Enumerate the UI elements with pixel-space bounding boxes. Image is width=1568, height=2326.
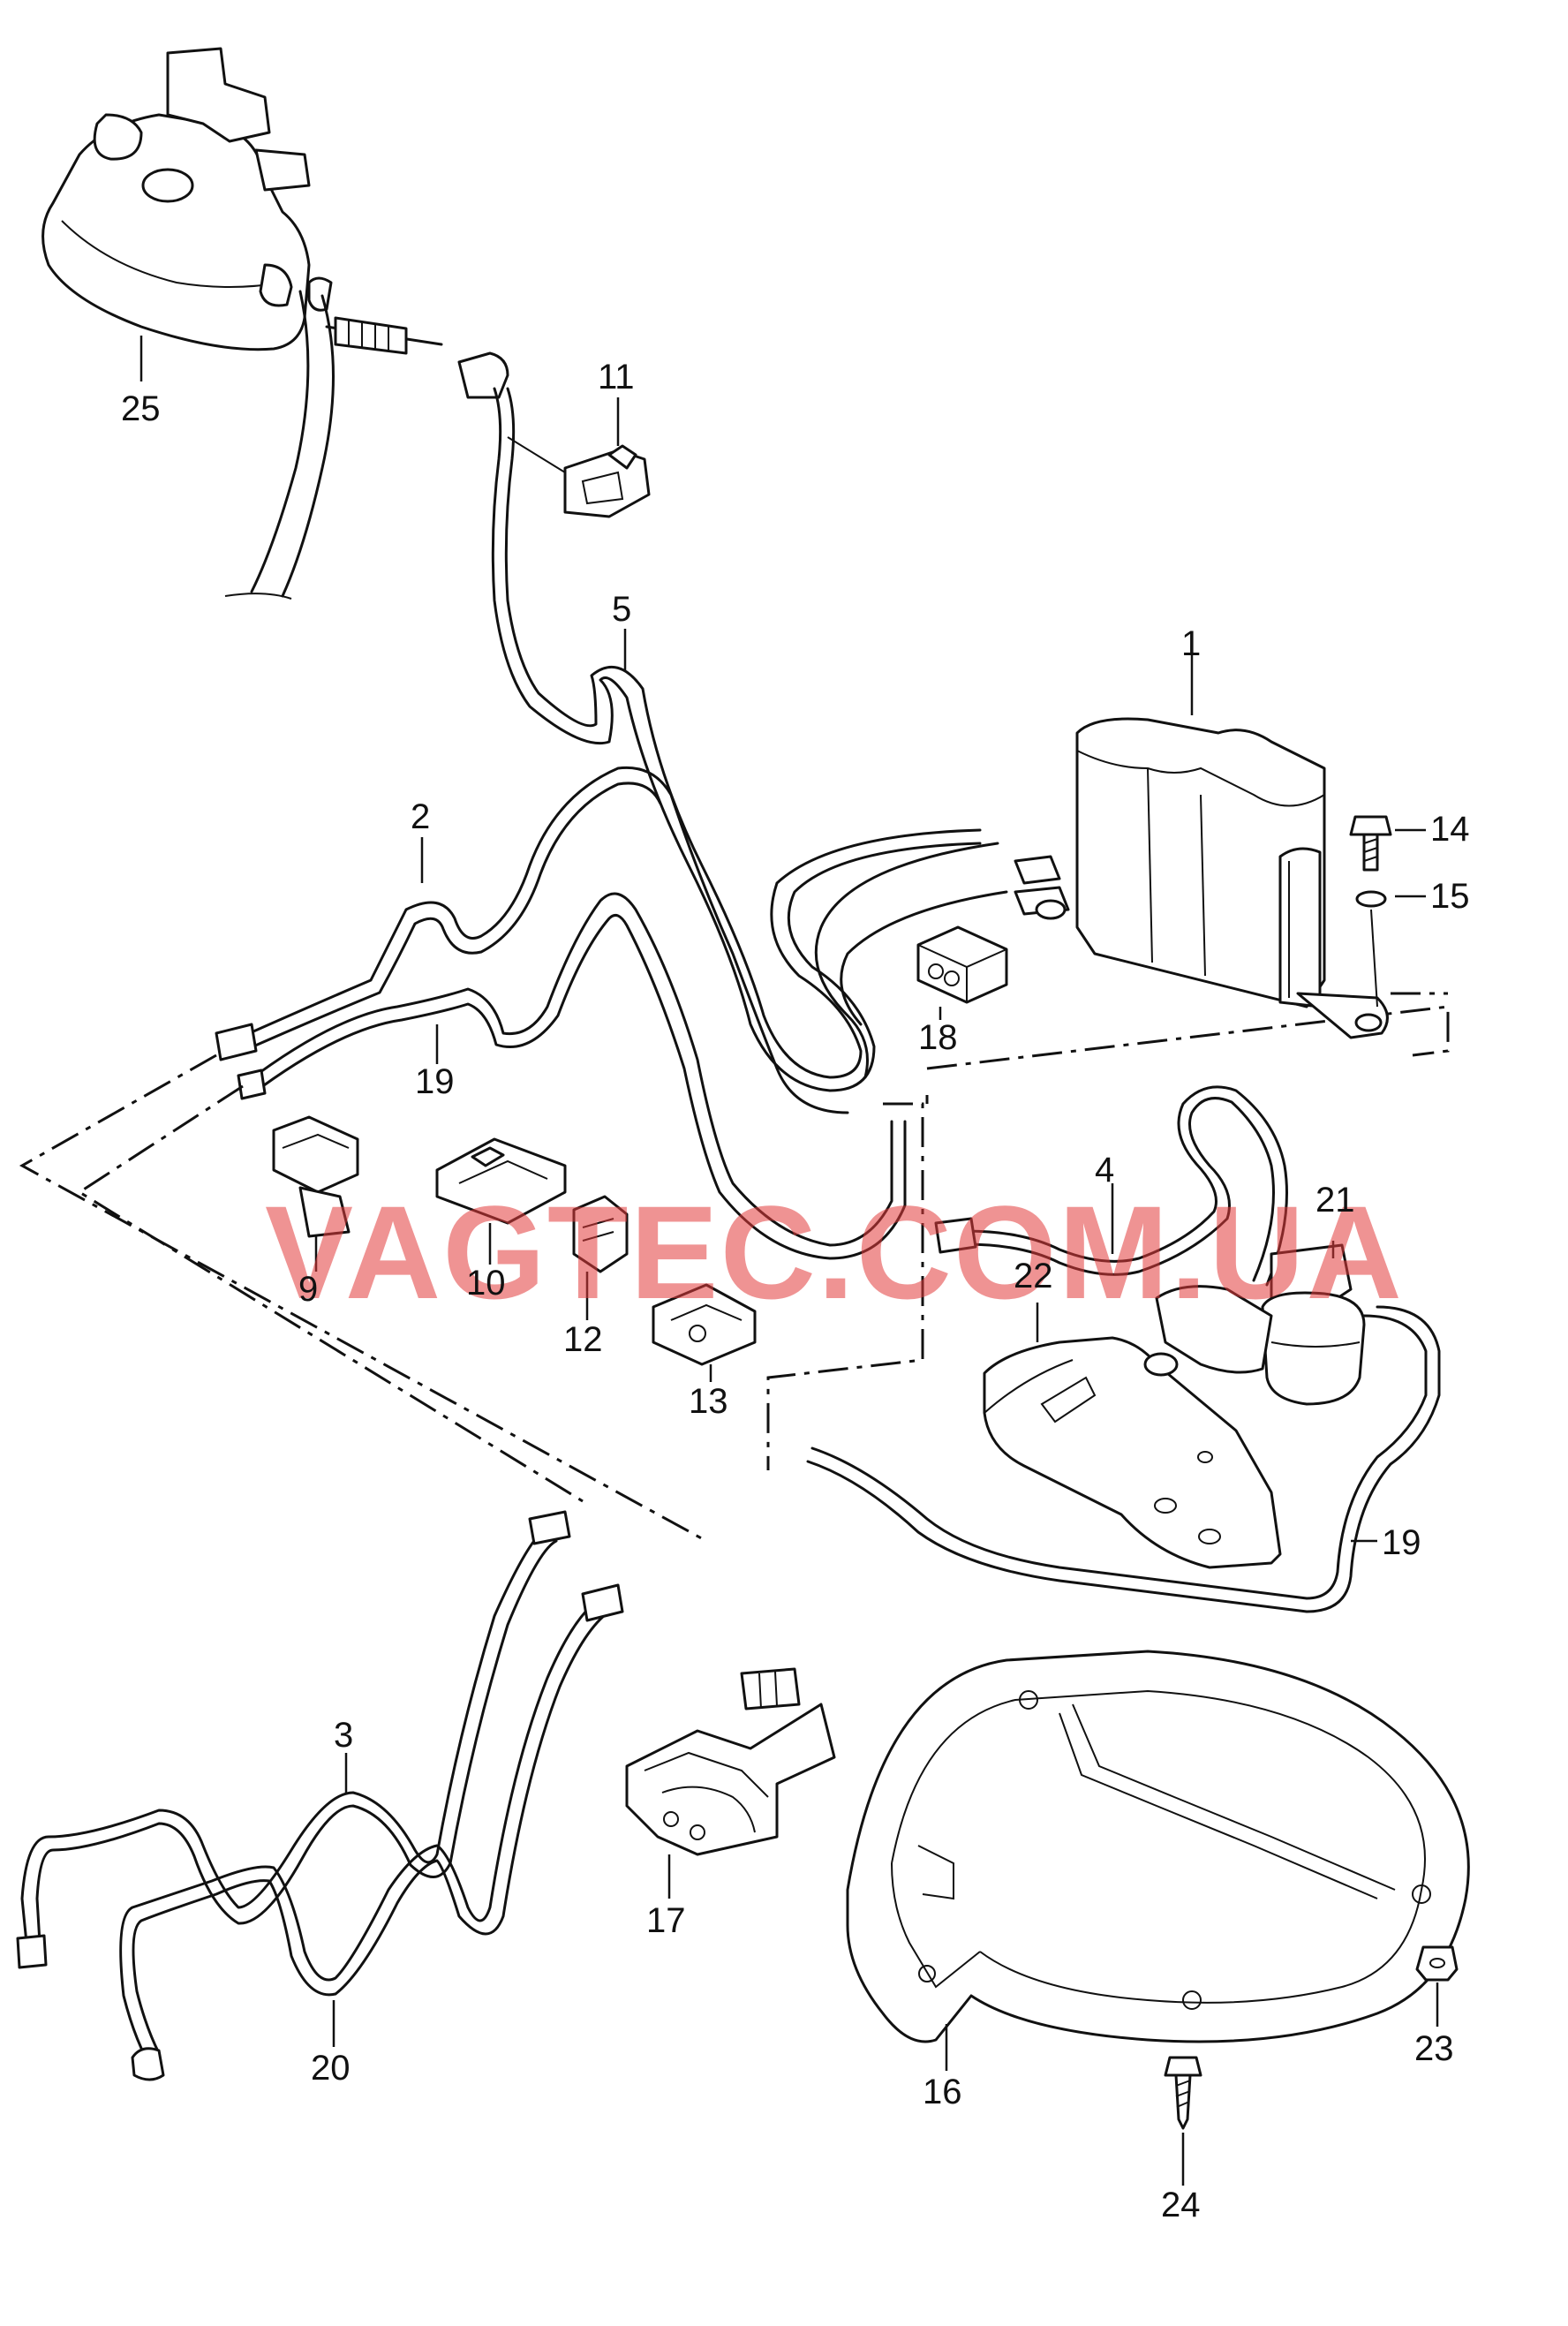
part-2-line: [215, 766, 849, 1114]
part-5-vent-line: [491, 387, 982, 1092]
callout-24: 24: [1161, 2186, 1201, 2224]
part-4-line: [934, 1085, 1288, 1287]
part-9-clip: [272, 1115, 359, 1272]
callout-10: 10: [466, 1264, 506, 1303]
part-20-line: [119, 1583, 624, 2081]
part-3-line: [16, 1510, 571, 1969]
callout-1: 1: [1181, 624, 1201, 663]
connection-dash-lines: [19, 992, 1450, 1543]
part-23-nut: [1415, 1945, 1459, 2027]
part-11-line-clip: [507, 397, 651, 518]
part-17-cover: [625, 1667, 836, 1899]
part-18-retainer: [916, 925, 1008, 1020]
callout-20: 20: [311, 2049, 351, 2088]
watermark-text: VAGTEC.COM.UA: [265, 1178, 1404, 1326]
part-10-clip: [435, 1137, 567, 1265]
callout-22: 22: [1014, 1257, 1053, 1295]
callout-23: 23: [1414, 2029, 1454, 2068]
part-22-bracket: [983, 1303, 1282, 1569]
callout-19-upper: 19: [415, 1062, 455, 1101]
part-15-washer: [1355, 890, 1426, 1008]
callout-2: 2: [411, 797, 430, 836]
callout-4: 4: [1095, 1151, 1114, 1189]
part-25-fuel-tank: [41, 47, 509, 600]
part-13-clip: [652, 1283, 757, 1382]
callout-9: 9: [298, 1270, 318, 1309]
callout-3: 3: [334, 1716, 353, 1755]
part-1-charcoal-canister: [814, 649, 1389, 1079]
callout-17: 17: [646, 1901, 686, 1940]
part-19-line: [237, 892, 907, 1260]
part-24-screw: [1164, 2056, 1202, 2186]
callout-18: 18: [918, 1018, 958, 1057]
part-16-shield: [846, 1650, 1470, 2071]
part-14-bolt: [1349, 815, 1426, 872]
part-21-valve: [806, 1241, 1441, 1613]
callout-14: 14: [1430, 810, 1470, 849]
callout-11: 11: [598, 358, 635, 396]
callout-15: 15: [1430, 877, 1470, 916]
callout-5: 5: [612, 590, 631, 629]
callout-12: 12: [563, 1320, 603, 1359]
callout-19-lower: 19: [1382, 1523, 1421, 1562]
callout-21: 21: [1315, 1181, 1355, 1220]
callout-labels: 25 11 5 1 2 14 15 18 19 4 21 22 9 10 12 …: [121, 358, 1470, 2224]
callout-13: 13: [689, 1382, 728, 1421]
part-12-clip: [572, 1195, 629, 1320]
callout-16: 16: [923, 2073, 962, 2111]
callout-25: 25: [121, 389, 161, 428]
